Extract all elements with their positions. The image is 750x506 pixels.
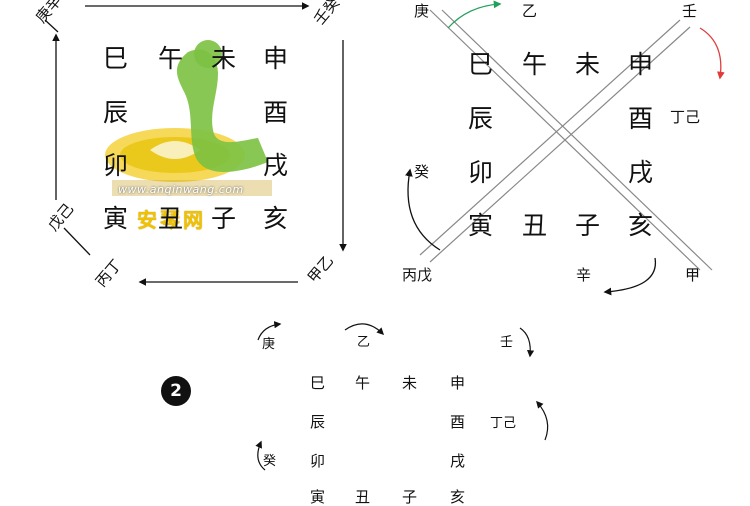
arrow-dingji (536, 400, 549, 441)
branch-mao: 卯 (310, 452, 326, 470)
arrow-yi (344, 323, 385, 336)
stem-yi: 乙 (357, 335, 371, 350)
branch-si: 巳 (468, 50, 494, 79)
branch-zi: 子 (402, 488, 418, 506)
stem-dingji: 丁己 (670, 108, 701, 126)
stem-geng: 庚 (414, 2, 430, 20)
arrow-ren (519, 327, 535, 358)
watermark-logo (105, 40, 272, 196)
branch-xu: 戌 (628, 158, 654, 187)
branch-wu: 午 (355, 374, 371, 392)
branch-chou: 丑 (158, 204, 184, 233)
branch-xu: 戌 (263, 151, 289, 180)
stem-gui: 癸 (414, 163, 430, 181)
branch-chen: 辰 (310, 413, 326, 431)
panel3-arrows (255, 321, 549, 471)
stem-geng: 庚 (262, 337, 276, 352)
arrow-jia-xin (603, 257, 657, 296)
arrow-gui (255, 440, 266, 471)
branch-chen: 辰 (468, 104, 494, 133)
branch-hai: 亥 (450, 488, 466, 506)
branch-yin: 寅 (468, 211, 494, 240)
branch-you: 酉 (628, 104, 654, 133)
stem-ren: 壬 (682, 2, 698, 20)
branch-si: 巳 (103, 44, 129, 73)
branch-xu: 戌 (450, 452, 466, 470)
stem-bingwu: 丙戊 (402, 266, 433, 284)
branch-chou: 丑 (522, 211, 548, 240)
branch-si: 巳 (310, 374, 326, 392)
panel2-cross (419, 9, 713, 271)
stem-gui: 癸 (263, 454, 277, 469)
branch-chou: 丑 (355, 488, 371, 506)
branch-wu: 午 (522, 50, 548, 79)
stem-ren: 壬 (500, 335, 514, 350)
panel2-arrows (405, 0, 725, 296)
stem-dingji: 丁己 (490, 416, 517, 431)
branch-you: 酉 (263, 98, 289, 127)
branch-zi: 子 (211, 204, 237, 233)
branch-hai: 亥 (628, 211, 654, 240)
branch-shen: 申 (263, 44, 289, 73)
arrow-geng (257, 321, 282, 341)
watermark-caption: 安琴网 (137, 208, 206, 232)
stem-yi: 乙 (522, 2, 538, 20)
arrow-bingwu-gui (405, 168, 441, 251)
branch-wu: 午 (158, 44, 184, 73)
branch-mao: 卯 (468, 158, 494, 187)
arrow-geng-yi (447, 0, 502, 29)
figure-number-badge: 2 (161, 376, 191, 406)
branch-wei: 未 (402, 374, 418, 392)
branch-wei: 未 (575, 50, 601, 79)
branch-hai: 亥 (263, 204, 289, 233)
branch-shen: 申 (628, 50, 654, 79)
branch-wei: 未 (211, 44, 237, 73)
stem-xin: 辛 (576, 266, 592, 284)
branch-chen: 辰 (103, 98, 129, 127)
arrow-ren-dingji (699, 27, 725, 80)
branch-yin: 寅 (310, 488, 326, 506)
watermark-url: www.anqinwang.com (118, 183, 244, 196)
branch-yin: 寅 (103, 204, 129, 233)
branch-mao: 卯 (103, 151, 129, 180)
panel1-arrows (44, 2, 347, 286)
branch-shen: 申 (450, 374, 466, 392)
stem-jia: 甲 (685, 266, 701, 284)
branch-you: 酉 (450, 413, 466, 431)
branch-zi: 子 (575, 211, 601, 240)
